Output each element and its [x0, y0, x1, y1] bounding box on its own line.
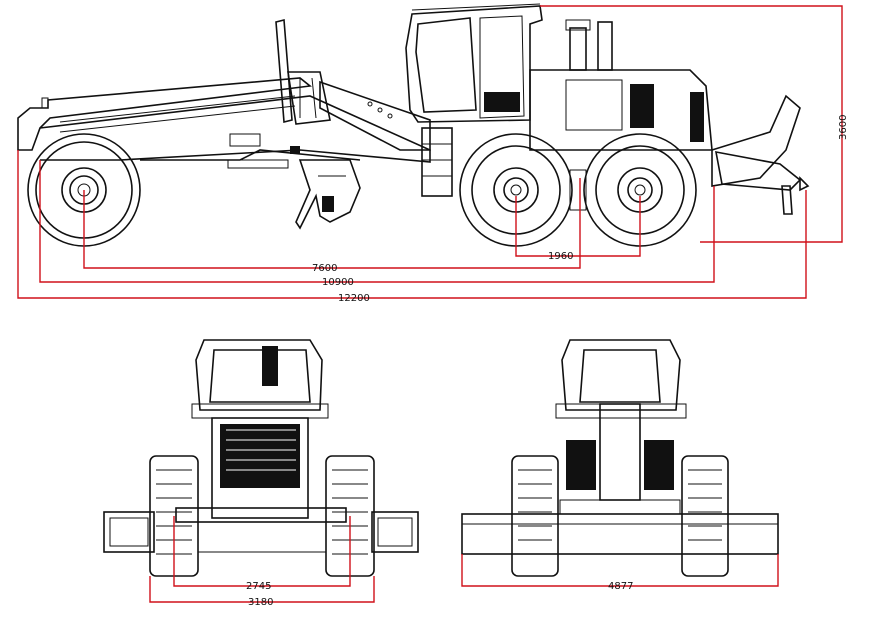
height-dimension: 3600: [838, 115, 849, 140]
track-dimension: 2745: [246, 581, 271, 592]
moldboard-blade: [295, 159, 361, 230]
side-dimension-lines: [17, 5, 843, 299]
width-dimension: 3180: [248, 597, 273, 608]
rear-view: 4877: [461, 339, 779, 592]
cab: [405, 3, 543, 123]
rear-left-tires: [511, 455, 559, 577]
tandem-housing: [569, 169, 587, 211]
tandem-dimension: 1960: [548, 251, 573, 262]
length-overall-dimension: 12200: [338, 293, 370, 304]
lift-assembly: [275, 18, 331, 154]
engine-hood: [529, 19, 713, 151]
front-view: 2745 3180: [103, 339, 419, 608]
access-ladder: [421, 127, 453, 197]
blade-width-dimension: 4877: [608, 581, 633, 592]
wheelbase-dimension: 7600: [312, 263, 337, 274]
rear-right-tires: [681, 455, 729, 577]
side-view: 7600 1960 10900 12200 3600: [17, 3, 849, 304]
front-frame: [17, 77, 431, 169]
length-mid-dimension: 10900: [322, 277, 354, 288]
rear-ripper: [711, 94, 810, 215]
